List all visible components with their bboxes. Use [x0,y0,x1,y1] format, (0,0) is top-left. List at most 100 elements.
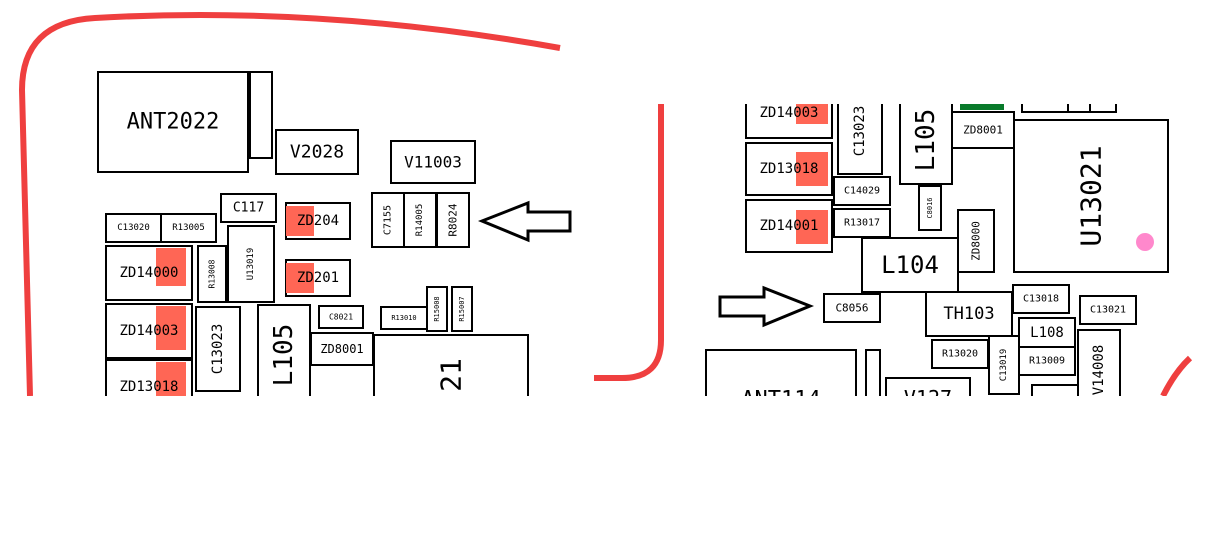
component-c13018: C13018 [1012,284,1070,314]
component-body [227,225,275,303]
component-v2028: V2028 [275,129,359,175]
component-body [160,213,217,243]
solder-pad [156,248,186,286]
component-label: R13005 [172,223,205,233]
component-zd13018: ZD13018 [745,142,833,196]
component-body [426,286,448,332]
solder-pad [796,152,828,186]
component-label: ZD14003 [119,323,178,339]
component-l105: L105 [257,304,311,396]
component-c14029: C14029 [833,176,891,206]
component-r8024: R8024 [436,192,470,248]
component-label: R13010 [391,314,416,322]
component-label: C117 [233,201,264,216]
pointer-arrow-left [477,200,572,243]
component-c8056: C8056 [823,293,881,323]
board-outline-middle [594,104,664,381]
component-zd8001: ZD8001 [951,111,1015,149]
component-body [1018,346,1076,376]
component-body [833,208,891,238]
component-body [436,192,470,248]
component-label: ZD201 [297,270,339,286]
component-zd8000: ZD8000 [957,209,995,273]
component-v14008: V14008 [1077,329,1121,396]
solder-pad [156,306,186,350]
component-label: R15008 [433,296,441,321]
board-outline-left [18,11,561,396]
component-c13019: C13019 [988,335,1020,395]
component-ant2022: ANT2022 [97,71,249,173]
component-zd201: ZD201 [285,259,351,297]
component-label: ZD8001 [320,342,363,356]
component-label: ZD14003 [759,105,818,121]
component-label: ZD204 [297,213,339,229]
component-label: 21 [435,358,468,392]
component-l105: L105 [899,104,953,185]
component-label: ZD8000 [970,221,983,261]
component-zd14000: ZD14000 [105,245,193,301]
component-r15008: R15008 [426,286,448,332]
component-label: ZD14000 [119,265,178,281]
solder-pad [796,210,828,244]
component-zd204: ZD204 [285,202,351,240]
component-label: ZD8001 [963,124,1003,137]
component-l108: L108 [1018,317,1076,349]
component-label: C14029 [844,186,880,197]
component-body [220,193,277,223]
component-body [745,142,833,196]
component-label: C13018 [1023,294,1059,305]
component-zd8001: ZD8001 [310,332,374,366]
component-zd13018: ZD13018 [105,359,193,396]
partial-component [1031,384,1079,396]
component-body [1079,295,1137,325]
component-body [837,104,883,175]
component-label: R14005 [415,204,425,237]
component-body [918,185,942,231]
component-label: C8016 [926,197,934,218]
component-u13021-partial: 21 [373,334,529,396]
component-label: V14008 [1091,345,1107,396]
component-label: TH103 [943,304,994,324]
component-ant114: ANT114 [705,349,857,396]
component-c13021: C13021 [1079,295,1137,325]
antenna-slot [249,71,273,159]
solder-pad [286,263,314,293]
component-label: C13019 [999,349,1009,382]
component-label: L105 [911,109,941,172]
component-c8016: C8016 [918,185,942,231]
component-label: C13023 [852,106,868,157]
component-body [1012,284,1070,314]
component-u13021: U13021 [1013,119,1169,273]
component-body [310,332,374,366]
component-body [318,305,364,329]
component-c117: C117 [220,193,277,223]
component-c13020: C13020 [105,213,162,243]
component-label: C7155 [383,205,394,235]
component-label: L108 [1030,325,1064,341]
component-label: ZD14001 [759,218,818,234]
component-label: V11003 [404,153,462,172]
component-label: V127 [904,386,952,410]
component-body [197,245,227,303]
component-c13023: C13023 [195,306,241,392]
component-label: C13020 [117,223,150,233]
component-r13008: R13008 [197,245,227,303]
component-l104: L104 [861,237,959,293]
component-body [97,71,249,173]
component-zd14003: ZD14003 [745,104,833,139]
component-label: U13021 [1075,145,1108,246]
component-body [451,286,473,332]
solder-pad [286,206,314,236]
component-c7155: C7155 [371,192,405,248]
board-outline-right [1160,355,1193,396]
pin1-marker [1136,233,1154,251]
component-body [861,237,959,293]
component-body [885,377,971,396]
component-label: C8056 [835,302,868,315]
component-r14005: R14005 [403,192,437,248]
component-label: R15007 [458,296,466,321]
component-label: R13009 [1029,356,1065,367]
